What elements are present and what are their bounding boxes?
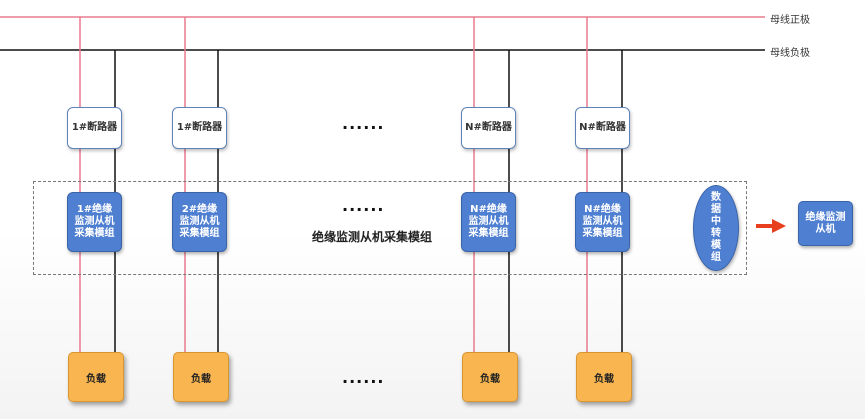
ellipsis-breakers: ...... [342,114,385,133]
breaker-n-b: N#断路器 [575,107,630,149]
right-arrow-icon [756,219,786,233]
load-1: 负载 [68,352,124,402]
load-n-a: 负载 [462,352,518,402]
collection-module-group-label: 绝缘监测从机采集模组 [312,230,433,244]
load-2: 负载 [173,352,229,402]
collection-module-n-a: N#绝缘监测从机采集模组 [461,192,516,252]
insulation-monitoring-slave: 绝缘监测从机 [798,201,853,246]
negative-bus-label: 母线负极 [770,48,810,59]
breaker-1: 1#断路器 [67,107,122,149]
data-relay-module: 数据中转模组 [693,185,739,271]
collection-module-group-frame [33,181,747,275]
breaker-n-a: N#断路器 [461,107,516,149]
ellipsis-loads: ...... [342,368,385,387]
load-n-b: 负载 [576,352,632,402]
collection-module-n-b: N#绝缘监测从机采集模组 [575,192,630,252]
positive-bus-label: 母线正极 [770,15,810,26]
collection-module-1: 1#绝缘监测从机采集模组 [67,192,122,252]
breaker-2: 1#断路器 [172,107,227,149]
ellipsis-modules: ...... [342,196,385,215]
collection-module-2: 2#绝缘监测从机采集模组 [172,192,227,252]
